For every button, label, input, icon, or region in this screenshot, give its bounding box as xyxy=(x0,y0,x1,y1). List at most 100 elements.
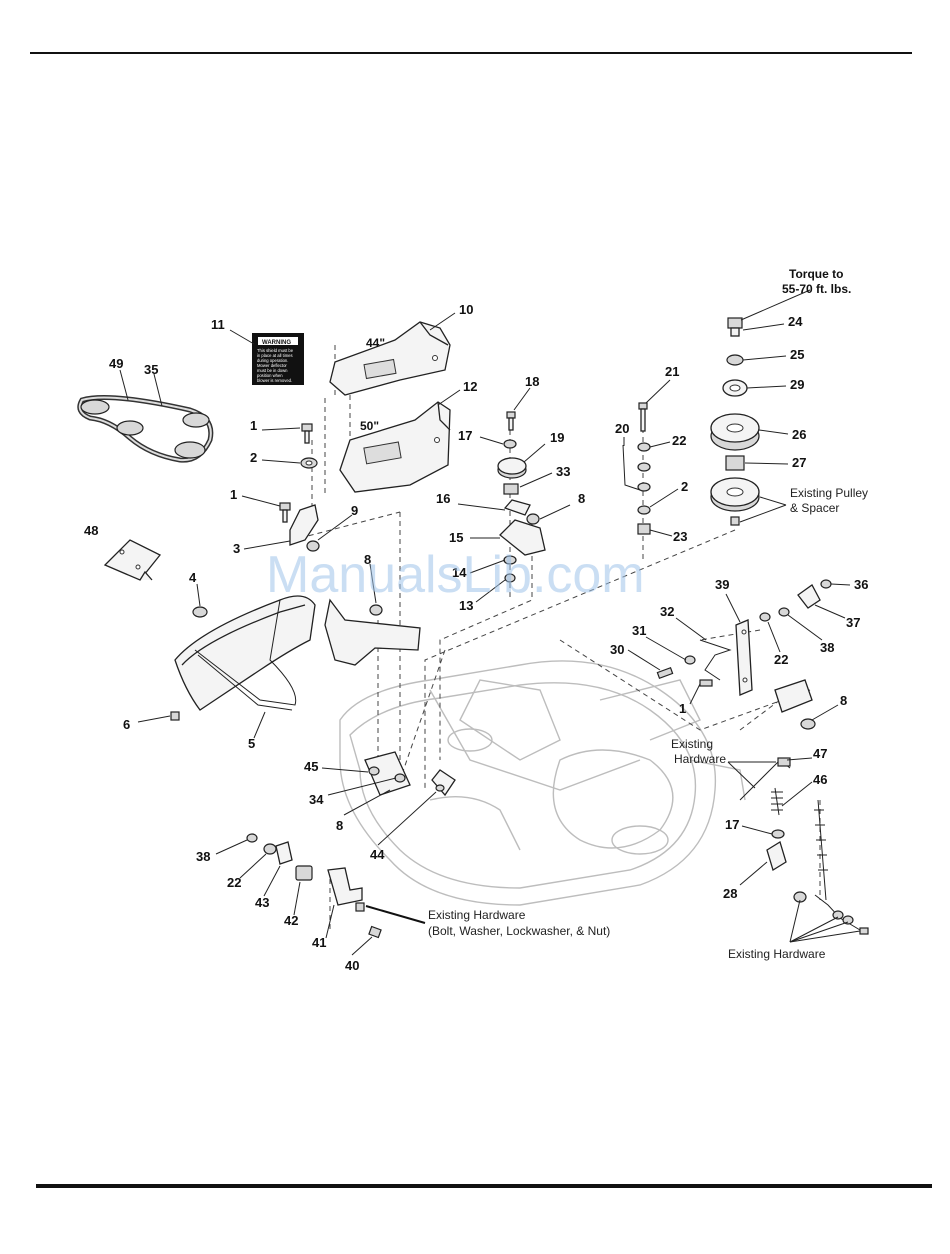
mower-deck-outline xyxy=(339,660,746,906)
callout-14: 14 xyxy=(452,565,467,580)
callout-41: 41 xyxy=(312,935,326,950)
existing-hardware-top-line-1: Existing xyxy=(671,737,713,751)
torque-note-line-1: Torque to xyxy=(789,267,843,281)
warning-line-5: must be in down xyxy=(257,368,288,373)
size-50-label: 50" xyxy=(360,419,379,433)
existing-hardware-top-line-2: Hardware xyxy=(674,752,726,766)
bracket-hardware-left xyxy=(246,751,456,939)
callout-36: 36 xyxy=(854,577,868,592)
callout-17-b: 17 xyxy=(725,817,739,832)
callout-29: 29 xyxy=(790,377,804,392)
callout-leader-lines xyxy=(119,289,861,956)
callout-27: 27 xyxy=(792,455,806,470)
callout-22-a: 22 xyxy=(672,433,686,448)
callout-17-a: 17 xyxy=(458,428,472,443)
callout-26: 26 xyxy=(792,427,806,442)
callout-8-d: 8 xyxy=(336,818,343,833)
pulley-stack xyxy=(710,317,760,526)
existing-hardware-bolt-line-2: (Bolt, Washer, Lockwasher, & Nut) xyxy=(428,924,610,938)
callout-43: 43 xyxy=(255,895,269,910)
lever-assembly xyxy=(656,579,832,730)
torque-note-line-2: 55-70 ft. lbs. xyxy=(782,282,851,296)
callout-19: 19 xyxy=(550,430,564,445)
callout-1-b: 1 xyxy=(230,487,237,502)
bracket-48 xyxy=(103,539,162,581)
warning-decal: WARNING This shield must be in place at … xyxy=(252,333,304,385)
discharge-chute-5 xyxy=(170,595,316,721)
callout-28: 28 xyxy=(723,886,737,901)
shield-hardware xyxy=(279,423,318,523)
callout-9: 9 xyxy=(351,503,358,518)
callout-2-a: 2 xyxy=(250,450,257,465)
callout-21: 21 xyxy=(665,364,679,379)
callout-8-c: 8 xyxy=(840,693,847,708)
drive-belt xyxy=(77,395,214,463)
bracket-3 xyxy=(289,504,320,552)
top-rule xyxy=(30,52,912,54)
warning-line-1: This shield must be xyxy=(257,348,294,353)
warning-line-2: in place at all times xyxy=(257,353,293,358)
callout-11: 11 xyxy=(211,317,225,332)
callout-47: 47 xyxy=(813,746,827,761)
existing-hardware-bolt-line-1: Existing Hardware xyxy=(428,908,526,922)
callout-15: 15 xyxy=(449,530,463,545)
warning-line-6: position when xyxy=(257,373,283,378)
manualslib-watermark: ManualsLib.com xyxy=(266,546,645,604)
callout-46: 46 xyxy=(813,772,827,787)
callout-2-b: 2 xyxy=(681,479,688,494)
callout-18: 18 xyxy=(525,374,539,389)
callout-44: 44 xyxy=(370,847,385,862)
callout-20: 20 xyxy=(615,421,629,436)
warning-line-3: during operation. xyxy=(257,358,288,363)
callout-33: 33 xyxy=(556,464,570,479)
callout-38-b: 38 xyxy=(196,849,210,864)
callout-40: 40 xyxy=(345,958,359,973)
callout-25: 25 xyxy=(790,347,804,362)
callout-8-a: 8 xyxy=(364,552,371,567)
callout-39: 39 xyxy=(715,577,729,592)
callout-45: 45 xyxy=(304,759,318,774)
text-annotations: Torque to 55-70 ft. lbs. Existing Pulley… xyxy=(360,267,868,961)
callout-32: 32 xyxy=(660,604,674,619)
existing-pulley-line-2: & Spacer xyxy=(790,501,839,515)
callout-38-a: 38 xyxy=(820,640,834,655)
shield-44-inch xyxy=(329,321,451,396)
existing-pulley-line-1: Existing Pulley xyxy=(790,486,868,500)
callout-37: 37 xyxy=(846,615,860,630)
callout-22-c: 22 xyxy=(227,875,241,890)
callout-1-c: 1 xyxy=(679,701,686,716)
shield-50-inch xyxy=(339,401,451,493)
callout-4: 4 xyxy=(189,570,197,585)
callout-24: 24 xyxy=(788,314,803,329)
warning-line-4: Mower deflector xyxy=(257,363,287,368)
warning-line-7: blower is removed. xyxy=(257,378,292,383)
callout-31: 31 xyxy=(632,623,646,638)
callout-42: 42 xyxy=(284,913,298,928)
spring-assembly xyxy=(739,757,869,935)
idler-assembly-center xyxy=(497,411,546,583)
callout-6: 6 xyxy=(123,717,130,732)
callout-34: 34 xyxy=(309,792,324,807)
callout-1-a: 1 xyxy=(250,418,257,433)
shield-bracket-7 xyxy=(324,598,421,666)
callout-numbers: 11 10 49 35 12 1 2 1 9 3 48 4 8 6 5 18 1… xyxy=(84,302,868,973)
callout-35: 35 xyxy=(144,362,158,377)
callout-48: 48 xyxy=(84,523,98,538)
callout-16: 16 xyxy=(436,491,450,506)
callout-30: 30 xyxy=(610,642,624,657)
callout-8-b: 8 xyxy=(578,491,585,506)
bottom-rule xyxy=(36,1184,932,1188)
warning-title: WARNING xyxy=(262,340,291,346)
callout-13: 13 xyxy=(459,598,473,613)
callout-22-b: 22 xyxy=(774,652,788,667)
size-44-label: 44" xyxy=(366,336,385,350)
existing-hardware-bottom: Existing Hardware xyxy=(728,947,826,961)
idler-assembly-right xyxy=(622,402,651,535)
callout-3: 3 xyxy=(233,541,240,556)
callout-49: 49 xyxy=(109,356,123,371)
callout-12: 12 xyxy=(463,379,477,394)
callout-23: 23 xyxy=(673,529,687,544)
callout-5: 5 xyxy=(248,736,255,751)
